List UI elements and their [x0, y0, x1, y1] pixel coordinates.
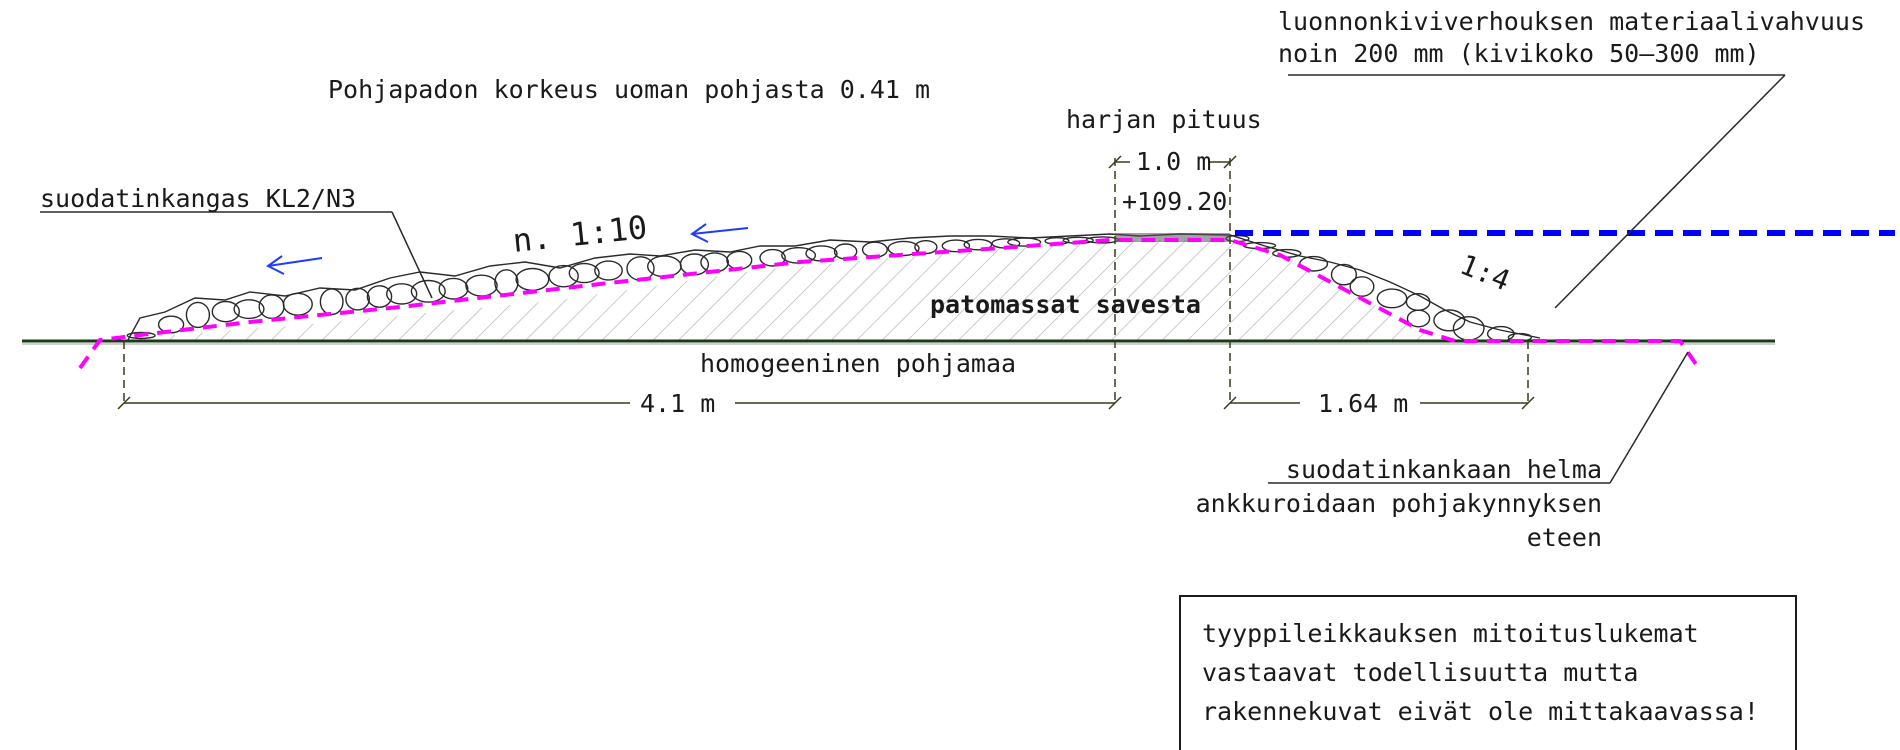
crest-length-value: 1.0 m	[1136, 147, 1211, 176]
hem-note-line1: suodatinkankaan helma	[1286, 455, 1602, 484]
leader-lines	[40, 74, 1786, 484]
base-soil-label: homogeeninen pohjamaa	[700, 349, 1016, 378]
stone-cell	[366, 285, 393, 308]
stone-cell	[726, 250, 753, 270]
crest-level: +109.20	[1122, 187, 1227, 216]
stone-cell	[568, 262, 600, 284]
stone-cell	[386, 283, 418, 305]
stone-cell	[1330, 263, 1357, 286]
stone-cells	[126, 234, 1533, 342]
hem-note-line2: ankkuroidaan pohjakynnyksen	[1196, 489, 1602, 518]
crest-length-label: harjan pituus	[1066, 105, 1262, 134]
dimension-lines	[117, 155, 1535, 410]
stone-cell	[1007, 237, 1042, 247]
stone-armour	[126, 233, 1541, 342]
fill-material-label: patomassat savesta	[930, 290, 1201, 319]
stone-cell	[157, 315, 185, 334]
stone-cell	[319, 288, 344, 316]
disclaimer-line1: tyyppileikkauksen mitoituslukemat	[1202, 619, 1699, 648]
dimension-right: 1.64 m	[1318, 389, 1408, 418]
stone-cell	[438, 277, 469, 300]
stone-cell	[941, 239, 971, 253]
stone-cell	[1376, 288, 1408, 309]
stone-cell	[700, 252, 729, 273]
slope-downstream: 1:4	[1455, 248, 1514, 298]
stone-note-line2: noin 200 mm (kivikoko 50–300 mm)	[1278, 39, 1760, 68]
stone-note-line1: luonnonkiviverhouksen materiaalivahvuus	[1278, 7, 1865, 36]
crest-gravel	[1115, 233, 1230, 242]
stone-cell	[1433, 309, 1466, 332]
stone-cell	[282, 292, 313, 316]
stone-cell	[1406, 309, 1431, 328]
hem-note-line3: eteen	[1527, 523, 1602, 552]
stone-cell	[1405, 293, 1431, 312]
stone-cell	[345, 287, 370, 311]
height-note: Pohjapadon korkeus uoman pohjasta 0.41 m	[328, 75, 930, 104]
clay-fill-hatch	[105, 240, 1450, 340]
stone-cell	[233, 299, 265, 320]
disclaimer-box: tyyppileikkauksen mitoituslukemat vastaa…	[1179, 595, 1797, 750]
stone-cell	[963, 238, 993, 251]
geotextile-label: suodatinkangas KL2/N3	[40, 184, 356, 213]
stone-cell	[548, 264, 579, 288]
geotextile-line	[78, 238, 1702, 372]
stone-cell	[494, 269, 519, 296]
stone-cell	[410, 279, 446, 303]
stone-cell	[211, 300, 241, 323]
stone-cell	[465, 274, 498, 297]
stone-cell	[594, 260, 623, 281]
stone-cell	[1349, 276, 1375, 297]
flow-arrows	[266, 223, 749, 275]
stone-cell	[647, 255, 682, 278]
slope-upstream: n. 1:10	[511, 208, 649, 260]
stone-cell	[759, 248, 786, 267]
stone-cell	[515, 267, 550, 291]
dimension-left: 4.1 m	[640, 389, 715, 418]
disclaimer-line2: vastaavat todellisuutta mutta	[1202, 658, 1639, 687]
stone-cell	[126, 331, 156, 340]
stone-cell	[185, 301, 211, 329]
disclaimer-line3: rakennekuvat eivät ole mittakaavassa!	[1202, 697, 1759, 726]
stone-cell	[887, 240, 920, 257]
